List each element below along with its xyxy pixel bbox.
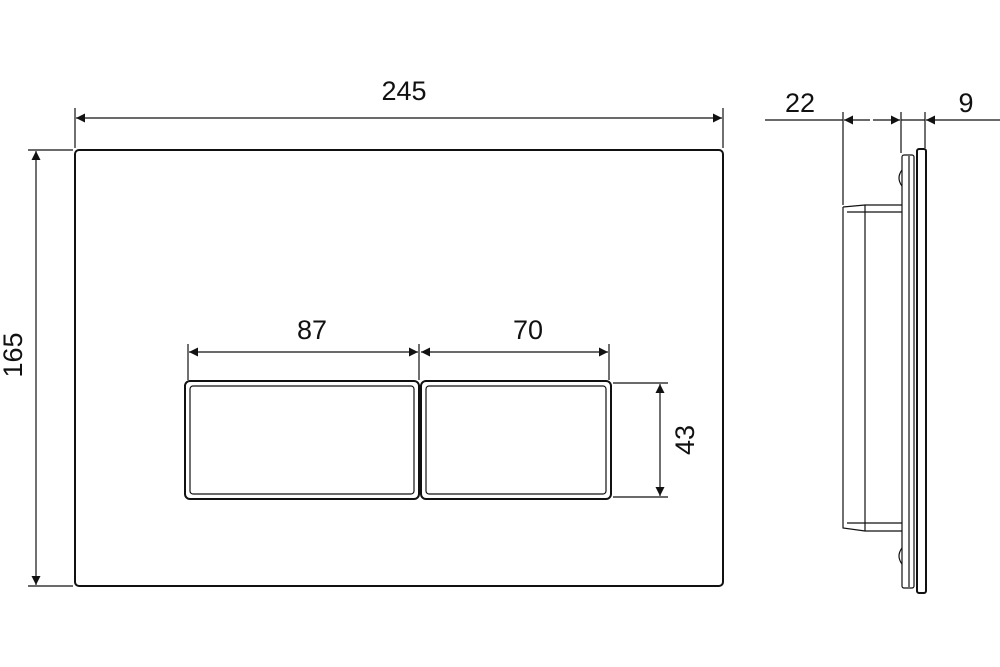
depth-label: 22 bbox=[785, 88, 815, 118]
dimension-button-small: 70 bbox=[421, 315, 610, 380]
front-view: 245 165 87 70 43 bbox=[0, 76, 724, 587]
dimension-depth: 22 bbox=[765, 88, 902, 205]
height-label: 165 bbox=[0, 332, 28, 377]
dimension-height: 165 bbox=[0, 149, 73, 587]
cover-plate-outline bbox=[74, 149, 724, 587]
button-large-width-label: 87 bbox=[297, 315, 327, 345]
dimension-plate-thickness: 9 bbox=[901, 88, 1000, 148]
mounting-frame bbox=[901, 154, 915, 589]
plate-thickness-label: 9 bbox=[958, 88, 973, 118]
button-height-label: 43 bbox=[670, 425, 700, 455]
button-small-width-label: 70 bbox=[513, 315, 543, 345]
width-label: 245 bbox=[381, 76, 426, 106]
dimension-width: 245 bbox=[74, 76, 724, 148]
flush-button-small bbox=[420, 380, 612, 500]
flush-button-large bbox=[184, 380, 420, 500]
dimension-button-large: 87 bbox=[187, 315, 420, 380]
side-view: 22 9 bbox=[765, 88, 1000, 594]
dimension-button-height: 43 bbox=[613, 382, 700, 498]
face-plate bbox=[916, 148, 927, 594]
